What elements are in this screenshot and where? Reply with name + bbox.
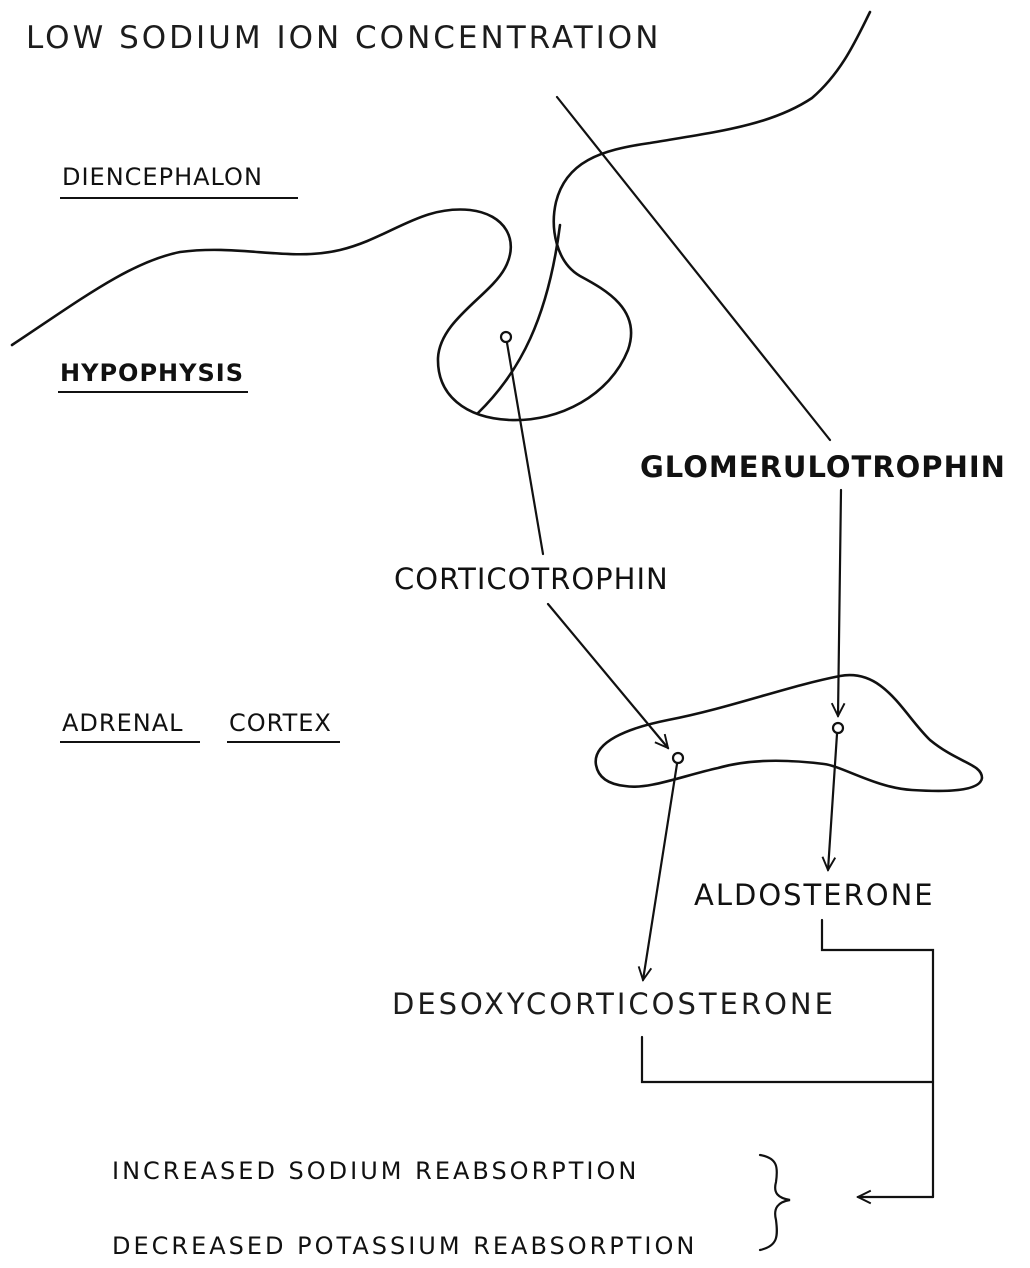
arrow-aldosterone <box>828 734 837 870</box>
diencephalon-underline <box>60 197 298 199</box>
adrenal-cortex-outline <box>596 675 982 791</box>
label-corticotrophin: CORTICOTROPHIN <box>394 562 669 596</box>
adrenal-node-right <box>833 723 843 733</box>
adrenal-node-left <box>673 753 683 763</box>
label-aldosterone: ALDOSTERONE <box>694 878 935 912</box>
arrow-glomerulotrophin <box>838 490 841 716</box>
brace-icon <box>760 1155 790 1250</box>
label-decreased-potassium: DECREASED POTASSIUM REABSORPTION <box>112 1232 697 1260</box>
arrow-corticotrophin <box>548 604 668 748</box>
adrenal-underline <box>60 741 200 743</box>
top-title: LOW SODIUM ION CONCENTRATION <box>26 20 661 56</box>
label-increased-sodium: INCREASED SODIUM REABSORPTION <box>112 1157 639 1185</box>
hypophysis-node <box>501 332 511 342</box>
connector-aldosterone <box>822 920 933 1197</box>
label-adrenal: ADRENAL <box>62 709 183 737</box>
signal-line-sodium <box>557 97 830 440</box>
label-cortex: CORTEX <box>229 709 332 737</box>
cortex-underline <box>227 741 340 743</box>
label-desoxycorticosterone: DESOXYCORTICOSTERONE <box>392 987 836 1021</box>
label-diencephalon: DIENCEPHALON <box>62 163 263 191</box>
label-hypophysis: HYPOPHYSIS <box>60 359 244 387</box>
connector-desoxycorticosterone <box>642 1037 933 1082</box>
signal-line-corticotrophin <box>506 337 543 554</box>
hypophysis-underline <box>58 391 248 393</box>
arrow-desoxycorticosterone <box>643 764 677 980</box>
label-glomerulotrophin: GLOMERULOTROPHIN <box>640 450 1006 484</box>
pituitary-stalk-line <box>478 225 560 413</box>
